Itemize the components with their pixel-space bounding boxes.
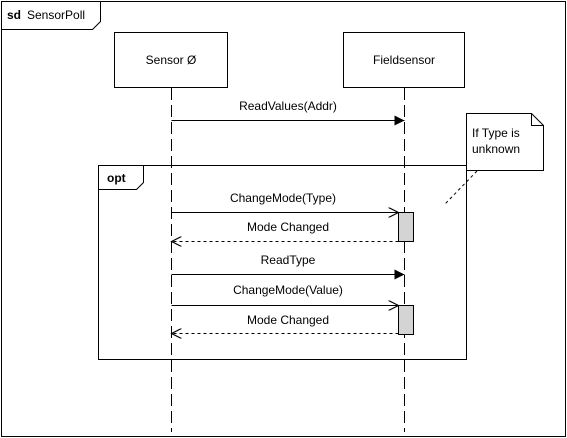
message-label-readtype: ReadType (261, 253, 316, 267)
note-box (466, 113, 544, 171)
note-anchor-line (444, 170, 478, 205)
note-corner-fold (531, 113, 544, 126)
message-label-changemode-type: ChangeMode(Type) (230, 191, 336, 205)
frame-tab (1, 1, 101, 30)
lifeline-head-sensor (114, 32, 228, 88)
frame-title: SensorPoll (27, 8, 85, 22)
lifeline-label-fieldsensor: Fieldsensor (373, 53, 435, 67)
note-line-2: unknown (472, 142, 520, 156)
message-label-mode-changed-2: Mode Changed (247, 313, 329, 327)
opt-operator: opt (107, 171, 126, 185)
message-label-mode-changed-1: Mode Changed (247, 220, 329, 234)
opt-fragment-tab (98, 165, 144, 190)
lifeline-label-sensor: Sensor Ø (146, 53, 197, 67)
activation-bar-1 (398, 212, 414, 242)
opt-fragment (98, 165, 467, 360)
activation-bar-2 (398, 305, 414, 335)
message-label-readvalues: ReadValues(Addr) (239, 99, 337, 113)
frame-keyword: sd (7, 8, 21, 22)
note-line-1: If Type is (472, 126, 520, 140)
message-label-changemode-value: ChangeMode(Value) (233, 283, 343, 297)
lifeline-head-fieldsensor (343, 32, 465, 88)
